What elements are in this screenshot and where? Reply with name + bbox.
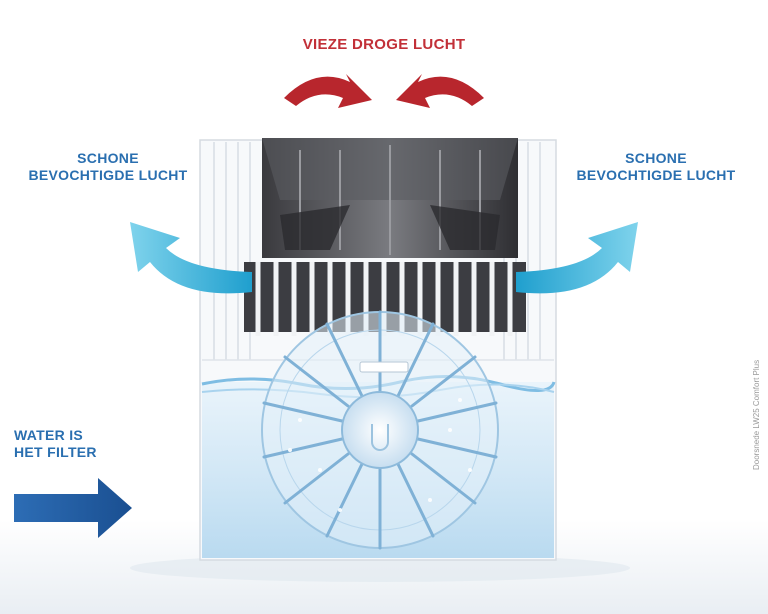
dirty-dry-air-label: VIEZE DROGE LUCHT <box>254 36 514 54</box>
left-label-line1: SCHONE <box>77 150 139 166</box>
left-label-line2: BEVOCHTIGDE LUCHT <box>28 166 188 183</box>
dirty-dry-air-text: VIEZE DROGE LUCHT <box>302 36 466 53</box>
side-caption: Doorsnede LW25 Comfort Plus <box>752 359 761 470</box>
arrow-right-icon <box>14 478 132 538</box>
disc-stack <box>261 310 499 550</box>
right-label-line2: BEVOCHTIGDE LUCHT <box>576 166 736 183</box>
curved-arrow-down-icon <box>284 74 484 108</box>
curved-arrow-up-icon <box>130 222 638 294</box>
clean-humid-air-right-label: SCHONE BEVOCHTIGDE LUCHT <box>556 150 756 184</box>
clean-humid-air-left-label: SCHONE BEVOCHTIGDE LUCHT <box>8 150 208 184</box>
water-filter-label: WATER IS HET FILTER <box>14 427 124 461</box>
right-label-line1: SCHONE <box>625 150 687 166</box>
water-label-line1: WATER IS <box>14 427 84 443</box>
water-label-line2: HET FILTER <box>14 443 97 460</box>
